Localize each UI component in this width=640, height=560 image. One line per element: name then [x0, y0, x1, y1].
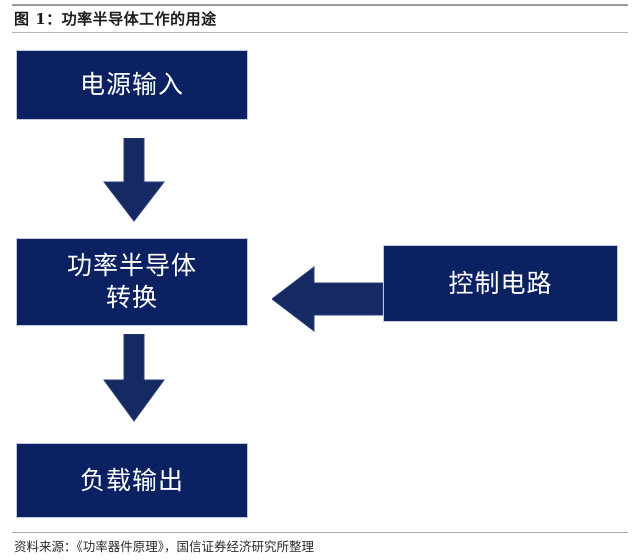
- flow-node-load-output-label: 负载输出: [79, 465, 184, 495]
- flow-node-power-input-label: 电源输入: [79, 70, 184, 99]
- flow-node-control-circuit: 控制电路: [383, 245, 618, 322]
- figure-title: 图 1：功率半导体工作的用途: [14, 10, 217, 28]
- arrow-left-control-to-conversion-icon: [272, 266, 384, 332]
- header-divider-top: [12, 4, 628, 6]
- flow-node-control-circuit-label: 控制电路: [448, 268, 553, 298]
- arrow-down-input-to-conversion-icon: [103, 138, 165, 222]
- flow-node-conversion: 功率半导体 转换: [16, 238, 248, 326]
- source-note: 资料来源：《功率器件原理》，国信证券经济研究所整理: [14, 539, 315, 554]
- flow-node-load-output: 负载输出: [16, 443, 248, 518]
- arrow-down-conversion-to-output-icon: [103, 334, 165, 422]
- flow-node-power-input: 电源输入: [16, 50, 248, 120]
- flow-node-conversion-label: 功率半导体 转换: [66, 251, 197, 312]
- footer-divider: [12, 532, 628, 533]
- flowchart-canvas: 电源输入 功率半导体 转换 控制电路 负载输出: [0, 34, 640, 530]
- header-divider-bottom: [12, 32, 628, 33]
